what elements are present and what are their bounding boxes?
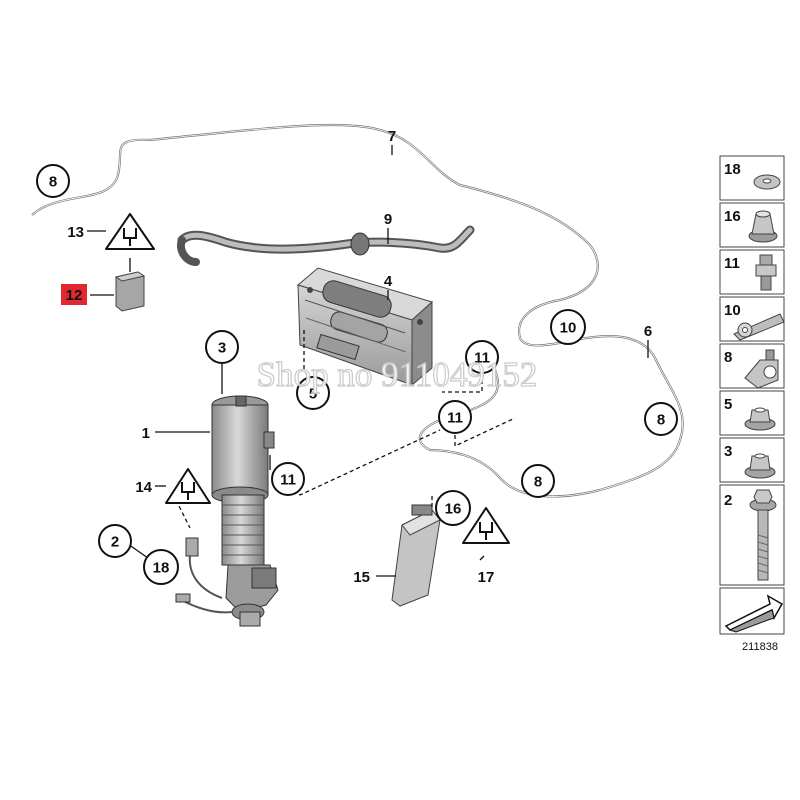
intake-hose: [177, 225, 475, 266]
panel-label: 2: [724, 492, 732, 509]
panel-label: 5: [724, 396, 732, 413]
callout-8: 8: [521, 464, 555, 498]
callout-5: 5: [296, 376, 330, 410]
callout-11-label: 11: [280, 472, 296, 489]
reference-number: 211838: [742, 641, 778, 653]
callout-11-label: 11: [474, 350, 490, 367]
panel-label: 10: [724, 302, 741, 319]
label-13: 13: [67, 224, 84, 241]
callout-11: 11: [271, 462, 305, 496]
panel-label: 18: [724, 161, 741, 178]
callout-12-highlight: 12: [61, 284, 87, 305]
nut-icon: [744, 453, 776, 479]
callout-2: 2: [98, 524, 132, 558]
bolt-icon: [749, 489, 777, 581]
callout-8-label: 8: [49, 174, 57, 191]
callout-3: 3: [205, 330, 239, 364]
compressor-unit: [296, 267, 433, 387]
warning-icon: [165, 468, 211, 504]
nut-icon: [748, 210, 778, 243]
callout-11: 11: [438, 400, 472, 434]
callout-16-label: 16: [445, 501, 462, 518]
holder-icon: [744, 349, 779, 389]
panel-label: 3: [724, 443, 732, 460]
small-parts-panel: 18 16 11 10 8: [719, 155, 785, 635]
label-14: 14: [135, 479, 152, 496]
callout-11: 11: [465, 340, 499, 374]
watermark: Shop no 911049152: [257, 355, 538, 394]
panel-label: 11: [724, 255, 740, 272]
callout-2-label: 2: [111, 534, 119, 551]
callout-16: 16: [435, 490, 471, 526]
arrow-icon: [724, 594, 784, 633]
label-6: 6: [644, 323, 652, 340]
label-15: 15: [353, 569, 370, 586]
label-1: 1: [142, 425, 150, 442]
panel-label: 8: [724, 349, 732, 366]
fitting-icon: [755, 254, 777, 291]
callout-18-label: 18: [153, 560, 170, 577]
callout-8-label: 8: [657, 412, 665, 429]
clip-icon: [733, 313, 785, 341]
callout-10: 10: [550, 309, 586, 345]
callout-10-label: 10: [560, 320, 577, 337]
bracket-sensor: [391, 504, 441, 607]
callout-8: 8: [644, 402, 678, 436]
panel-label: 16: [724, 208, 741, 225]
air-strut: [175, 395, 279, 627]
callout-8: 8: [36, 164, 70, 198]
callout-18: 18: [143, 549, 179, 585]
label-12: 12: [66, 287, 83, 304]
callout-5-label: 5: [309, 386, 317, 403]
air-line-main: [31, 123, 684, 498]
label-17: 17: [478, 569, 495, 586]
warning-icon: [462, 507, 510, 544]
warning-icon: [105, 213, 155, 250]
label-9: 9: [384, 211, 392, 228]
callout-8-label: 8: [534, 474, 542, 491]
callout-11-label: 11: [447, 410, 463, 427]
relay: [114, 258, 146, 312]
callout-3-label: 3: [218, 340, 226, 357]
flange-nut-icon: [744, 407, 776, 431]
label-7: 7: [388, 128, 396, 145]
label-4: 4: [384, 273, 393, 290]
washer-icon: [753, 174, 781, 190]
